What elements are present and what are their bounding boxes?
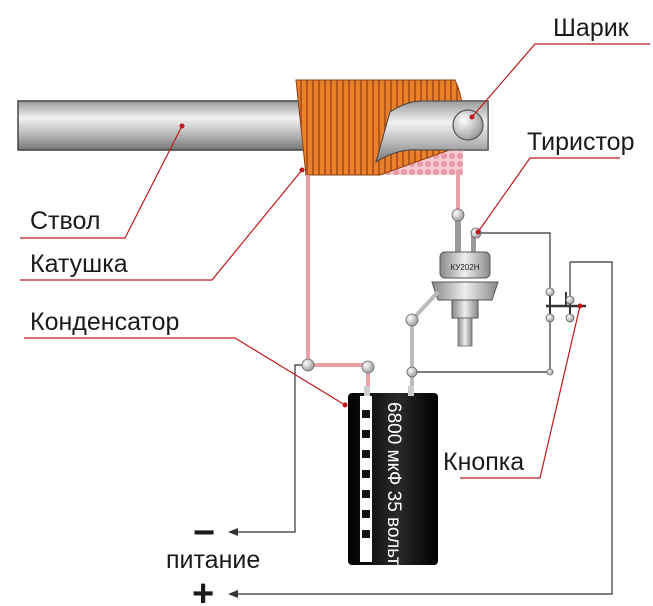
capacitor: 6800 мкФ 35 вольт bbox=[348, 386, 438, 566]
label-minus: − bbox=[193, 512, 215, 554]
label-plus: + bbox=[192, 573, 214, 606]
capacitor-marking: 6800 мкФ 35 вольт bbox=[383, 402, 404, 566]
thyristor-marking: КУ202Н bbox=[451, 263, 480, 272]
supply-arrows bbox=[228, 528, 238, 598]
thyristor: КУ202Н bbox=[410, 215, 499, 347]
label-power: питание bbox=[166, 546, 260, 574]
label-barrel: Ствол bbox=[30, 207, 100, 235]
wiring bbox=[232, 232, 613, 595]
label-coil: Катушка bbox=[30, 250, 128, 278]
label-thyristor: Тиристор bbox=[527, 128, 634, 156]
ball bbox=[452, 109, 484, 141]
label-button: Кнопка bbox=[443, 448, 524, 476]
leader-lines bbox=[20, 43, 650, 479]
label-ball: Шарик bbox=[553, 14, 630, 42]
junctions bbox=[301, 208, 575, 378]
leader-arrowheads bbox=[179, 114, 583, 408]
label-capacitor: Конденсатор bbox=[30, 308, 179, 336]
